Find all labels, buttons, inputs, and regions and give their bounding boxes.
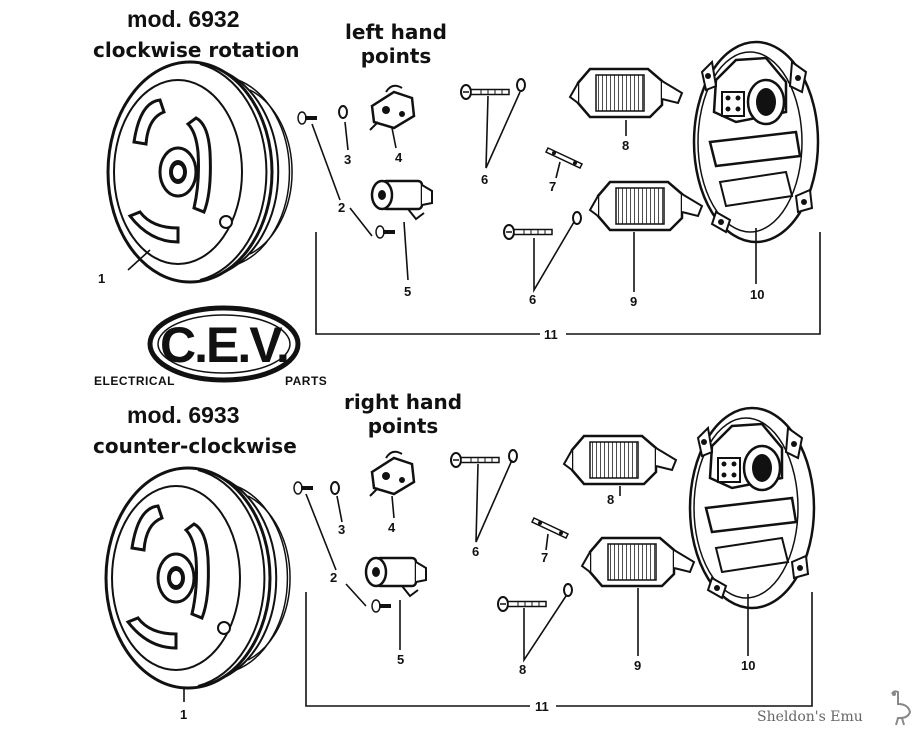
bottom-callout: 5 — [397, 652, 404, 667]
bottom-coil-upper — [562, 434, 678, 486]
cev-logo: C.E.V. — [147, 305, 301, 383]
bottom-bolt-lower — [497, 596, 547, 612]
top-condenser-screw — [375, 225, 396, 239]
top-leader-lines — [127, 91, 821, 335]
bottom-nut-lower — [563, 583, 573, 597]
bottom-shim — [531, 517, 569, 539]
top-contact-points — [368, 84, 416, 132]
top-callout: 8 — [622, 138, 629, 153]
bottom-callout: 4 — [388, 520, 396, 535]
top-points-line2: points — [360, 44, 432, 68]
bottom-condenser-screw — [371, 599, 392, 613]
bottom-callout: 8 — [519, 662, 526, 677]
top-callout: 3 — [344, 152, 351, 167]
bottom-callout: 11 — [535, 699, 549, 714]
top-callouts: 1 2 3 4 5 6 7 8 6 9 10 11 — [98, 138, 764, 342]
top-callout: 10 — [750, 287, 764, 302]
top-callout: 11 — [544, 327, 558, 342]
top-stator-plate — [692, 40, 820, 244]
bottom-callout: 6 — [472, 544, 479, 559]
top-assembly: 1 2 3 4 5 6 7 8 6 9 10 11 — [98, 40, 821, 342]
emu-icon — [891, 690, 912, 726]
top-coil-lower — [588, 180, 704, 232]
logo-caption-left: ELECTRICAL — [94, 374, 175, 388]
top-callout: 2 — [338, 200, 345, 215]
bottom-callout: 2 — [330, 570, 337, 585]
bottom-callout: 10 — [741, 658, 755, 673]
bottom-callout: 9 — [634, 658, 641, 673]
top-coil-upper — [568, 67, 684, 119]
bottom-model-number: mod. 6933 — [127, 402, 240, 428]
bottom-condenser — [364, 556, 428, 598]
bottom-flywheel — [104, 466, 292, 690]
bottom-washer — [330, 481, 340, 495]
top-callout: 7 — [549, 179, 556, 194]
top-callout: 9 — [630, 294, 637, 309]
top-model-number: mod. 6932 — [127, 6, 240, 32]
bottom-nut-upper — [508, 449, 518, 463]
bottom-points-line2: points — [367, 414, 439, 438]
top-callout: 4 — [395, 150, 403, 165]
top-flywheel — [106, 60, 294, 284]
bottom-rotation-label: counter-clockwise — [93, 434, 297, 458]
top-callout: 1 — [98, 271, 105, 286]
top-points-line1: left hand — [345, 20, 447, 44]
bottom-stator-plate — [688, 406, 816, 610]
logo-caption-right: PARTS — [285, 374, 328, 388]
bottom-points-line1: right hand — [343, 390, 463, 414]
bottom-assembly: 1 2 3 4 5 6 7 8 8 9 10 11 — [104, 406, 816, 722]
bottom-callout: 7 — [541, 550, 548, 565]
bottom-screw — [293, 481, 314, 495]
top-points-label: left hand points — [340, 20, 452, 68]
top-shim — [545, 147, 583, 169]
top-nut-upper — [516, 78, 526, 92]
top-condenser — [370, 179, 434, 221]
bottom-leader-lines — [183, 459, 813, 707]
bottom-callouts: 1 2 3 4 5 6 7 8 8 9 10 11 — [180, 492, 755, 722]
bottom-bolt-upper — [450, 452, 500, 468]
bottom-contact-points — [368, 450, 416, 498]
top-bolt-lower — [503, 224, 553, 240]
logo-letters: C.E.V. — [160, 317, 288, 373]
top-bolt-upper — [460, 84, 510, 100]
watermark-text: Sheldon's Emu — [757, 709, 863, 725]
bottom-coil-lower — [580, 536, 696, 588]
bottom-callout: 8 — [607, 492, 614, 507]
top-rotation-label: clockwise rotation — [93, 38, 300, 62]
top-screw — [297, 111, 318, 125]
bottom-points-label: right hand points — [340, 390, 466, 438]
bottom-callout: 3 — [338, 522, 345, 537]
top-callout: 5 — [404, 284, 411, 299]
top-callout: 6 — [529, 292, 536, 307]
top-washer — [338, 105, 348, 119]
bottom-callout: 1 — [180, 707, 187, 722]
top-callout: 6 — [481, 172, 488, 187]
